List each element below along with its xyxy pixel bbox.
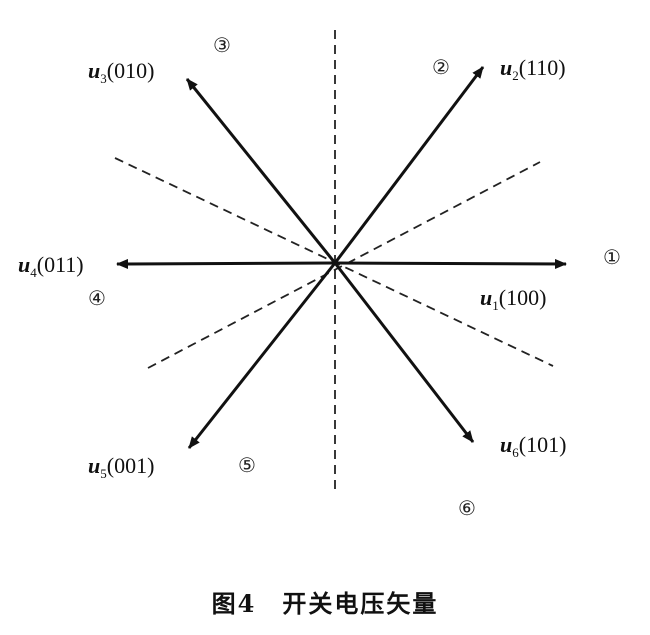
- vector-u1-label: u1(100): [480, 285, 546, 313]
- sector-1-marker: ①: [603, 245, 621, 269]
- vector-u6-arrow: [333, 262, 475, 443]
- vector-u6-label: u6(101): [500, 432, 566, 460]
- vector-u2-label: u2(110): [500, 55, 566, 83]
- vector-u2-arrow: [333, 66, 485, 264]
- sector-6-marker: ⑥: [458, 496, 476, 520]
- vector-u3-label: u3(010): [88, 58, 154, 86]
- sector-4-marker: ④: [88, 286, 106, 310]
- sector-3-marker: ③: [213, 33, 231, 57]
- vector-u5-arrow: [187, 262, 337, 449]
- figure-caption: 图4 开关电压矢量: [212, 589, 439, 618]
- vector-u3-arrow: [185, 78, 337, 264]
- sector-2-marker: ②: [432, 55, 450, 79]
- sector-5-marker: ⑤: [238, 453, 256, 477]
- vector-u4-label: u4(011): [18, 252, 84, 280]
- vector-u1-arrow: [334, 258, 567, 269]
- vector-u5-label: u5(001): [88, 453, 154, 481]
- vector-u4-arrow: [116, 258, 336, 269]
